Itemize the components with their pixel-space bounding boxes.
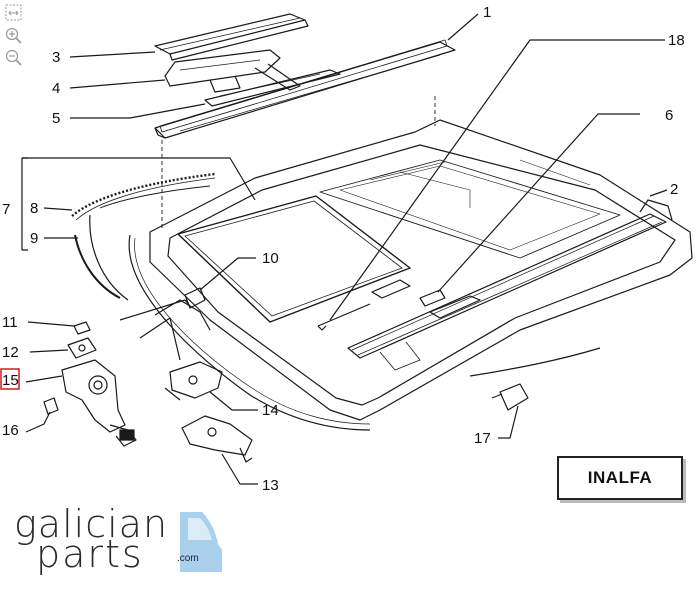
callout-3: 3 [52, 49, 60, 66]
part-8-seal [71, 172, 216, 221]
callout-13: 13 [262, 477, 279, 494]
part-5-bar [204, 69, 341, 107]
leader-6 [437, 113, 640, 293]
leader-12 [29, 349, 69, 353]
leader-1 [447, 13, 479, 41]
part-10-clip [184, 287, 206, 309]
zoom-out-icon[interactable] [4, 48, 26, 66]
bracket-7 [21, 157, 28, 251]
leader-3 [69, 51, 156, 58]
leader-10 [199, 257, 256, 291]
roof-frame-outer [149, 119, 693, 421]
callout-11: 11 [2, 314, 18, 331]
fullscreen-icon[interactable] [4, 4, 26, 22]
part-14-mechanism [164, 361, 223, 401]
leader-4 [69, 79, 166, 89]
callout-18: 18 [668, 32, 685, 49]
part-16-gear [43, 397, 59, 415]
callout-16: 16 [2, 422, 19, 439]
leader-11 [27, 321, 75, 327]
part-12-cover [67, 337, 97, 359]
brand-label: INALFA [557, 456, 683, 500]
leader-17 [498, 405, 519, 439]
callout-9: 9 [30, 230, 38, 247]
highlight-box [0, 368, 20, 390]
part-13-mechanism [181, 415, 253, 463]
galicianparts-logo: galician parts .com [12, 502, 222, 576]
part-17-cap [491, 383, 529, 411]
callout-17: 17 [474, 430, 491, 447]
leader-15 [25, 375, 63, 383]
callout-5: 5 [52, 110, 60, 127]
car-icon [180, 512, 222, 572]
leader-7 [22, 157, 256, 201]
drain-hose [128, 234, 371, 431]
roof-frame-inner [167, 144, 676, 406]
logo-domain: .com [177, 553, 199, 564]
callout-8: 8 [30, 200, 38, 217]
leader-14 [209, 391, 258, 411]
callout-6: 6 [665, 107, 673, 124]
part-4-bracket [164, 49, 301, 93]
part-6-guide [419, 289, 481, 319]
callout-1: 1 [483, 4, 491, 21]
callout-15: 15 [2, 372, 19, 389]
leader-16 [25, 411, 51, 433]
logo-text-line2: parts [36, 532, 144, 576]
leader-13 [221, 453, 258, 485]
part-1-front-rail [154, 39, 456, 139]
part-9-seal [74, 185, 211, 301]
logo-text-line1: galician [14, 502, 169, 546]
part-15-motor [61, 359, 137, 447]
callout-10: 10 [262, 250, 279, 267]
part-2-side-rail [347, 199, 673, 371]
leader-5 [70, 103, 206, 119]
glass-opening [177, 195, 411, 323]
callout-2: 2 [670, 181, 678, 198]
leader-8 [43, 207, 73, 211]
part-3-deflector [154, 13, 309, 61]
leader-18 [329, 39, 665, 321]
callout-4: 4 [52, 80, 60, 97]
part-11-screw [73, 321, 91, 335]
leader-2 [649, 189, 668, 197]
zoom-in-icon[interactable] [4, 26, 26, 44]
callout-7: 7 [2, 201, 10, 218]
part-18-cable [317, 279, 411, 331]
callout-14: 14 [262, 402, 279, 419]
callout-12: 12 [2, 344, 19, 361]
